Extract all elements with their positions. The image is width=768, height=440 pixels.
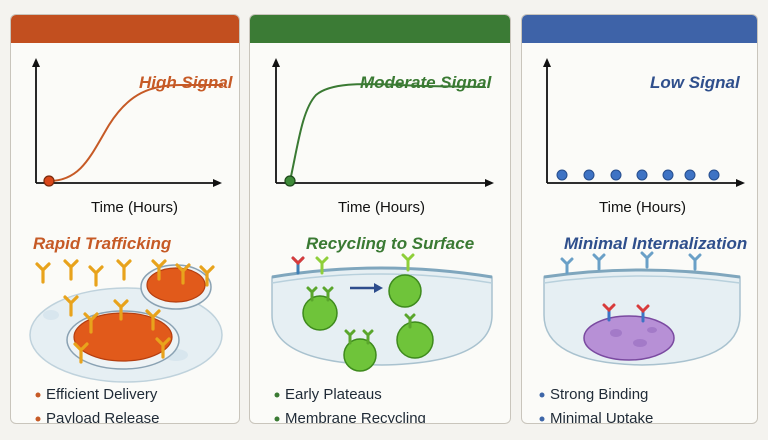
panel-low-signal: Low Signal Time (Hours) Minimal Internal… bbox=[521, 14, 758, 424]
bullet-list: Efficient Delivery Payload Release bbox=[46, 383, 160, 424]
curve-start-point bbox=[43, 175, 55, 187]
cell-membrane bbox=[271, 273, 493, 284]
bullet-item: Efficient Delivery bbox=[46, 386, 158, 403]
bullet-dot bbox=[35, 416, 41, 422]
curve-start-point bbox=[284, 175, 296, 187]
bullet-item: Early Plateaus bbox=[285, 386, 382, 403]
vesicle-texture bbox=[647, 327, 657, 333]
antibodies bbox=[35, 259, 215, 364]
vesicle-texture bbox=[633, 339, 647, 347]
endosome bbox=[583, 315, 675, 361]
bullet-item: Payload Release bbox=[46, 410, 160, 424]
signal-title: Moderate Signal bbox=[360, 73, 492, 92]
bullet-item: Minimal Uptake bbox=[550, 410, 654, 424]
bullet-dot bbox=[35, 392, 41, 398]
bullet-dot bbox=[539, 416, 545, 422]
vesicles bbox=[302, 274, 434, 372]
y-axis-arrow bbox=[32, 58, 40, 67]
bullet-list: Early Plateaus Membrane Recycling bbox=[285, 383, 426, 424]
low-signal-points bbox=[556, 169, 720, 181]
recycling-arrow-head bbox=[374, 283, 383, 293]
cell-membrane bbox=[543, 275, 741, 284]
panel-high-signal: High Signal Time (Hours) Rapid Trafficki… bbox=[10, 14, 240, 424]
moderate-signal-curve bbox=[289, 83, 485, 182]
cell-texture bbox=[43, 310, 59, 320]
moderate-signal-illustration bbox=[271, 58, 494, 422]
bullet-list: Strong Binding Minimal Uptake bbox=[550, 383, 654, 424]
section-title: Rapid Trafficking bbox=[33, 234, 172, 253]
signal-title: Low Signal bbox=[650, 73, 740, 92]
bullet-item: Membrane Recycling bbox=[285, 410, 426, 424]
panel-header-bar bbox=[522, 15, 757, 43]
low-signal-illustration bbox=[539, 58, 745, 422]
bullet-dot bbox=[274, 416, 280, 422]
signal-title: High Signal bbox=[139, 73, 233, 92]
bullet-dot bbox=[539, 392, 545, 398]
vesicle-antibodies bbox=[306, 286, 416, 345]
panel-moderate-signal: Moderate Signal Time (Hours) Recycling t… bbox=[249, 14, 511, 424]
x-axis-label: Time (Hours) bbox=[338, 199, 425, 216]
surface-receptors bbox=[560, 251, 702, 275]
endosome-payload bbox=[73, 312, 173, 362]
x-axis-label: Time (Hours) bbox=[91, 199, 178, 216]
high-signal-curve bbox=[48, 84, 223, 182]
panel-header-bar bbox=[11, 15, 239, 43]
section-title: Minimal Internalization bbox=[564, 234, 748, 253]
x-axis-arrow bbox=[485, 179, 494, 187]
vesicle-texture bbox=[610, 329, 622, 337]
y-axis-arrow bbox=[272, 58, 280, 67]
surface-receptors bbox=[291, 253, 415, 275]
x-axis-arrow bbox=[736, 179, 745, 187]
panel-header-bar bbox=[250, 15, 510, 43]
bound-antibodies bbox=[602, 303, 650, 323]
bullet-dot bbox=[274, 392, 280, 398]
section-title: Recycling to Surface bbox=[306, 234, 475, 253]
x-axis-label: Time (Hours) bbox=[599, 199, 686, 216]
high-signal-illustration bbox=[29, 58, 223, 422]
endosome-payload bbox=[146, 267, 206, 303]
y-axis-arrow bbox=[543, 58, 551, 67]
x-axis-arrow bbox=[213, 179, 222, 187]
bullet-item: Strong Binding bbox=[550, 386, 649, 403]
